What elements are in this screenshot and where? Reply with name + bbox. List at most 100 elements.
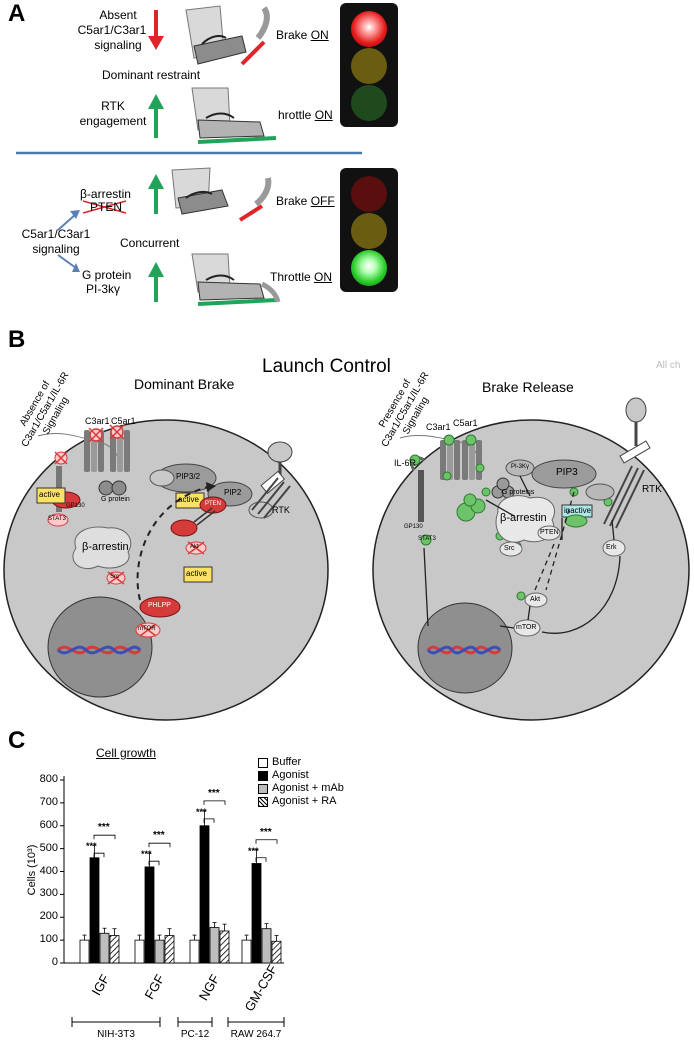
foot-on-throttle-icon [191, 87, 277, 144]
c5ar1-receptor-icon-right [462, 434, 482, 480]
left-gp130-label: GP130 [66, 503, 85, 509]
bar-fgf-1 [144, 866, 155, 964]
bar-igf-3 [109, 935, 120, 964]
brake-on-label: Brake ON [276, 28, 329, 42]
g-protein-icon [98, 480, 127, 496]
left-active-3: active [186, 569, 207, 578]
right-pi3k-label: PI-3Kγ [511, 464, 530, 470]
sig-stars: *** [196, 806, 207, 817]
bar-igf-1 [89, 857, 100, 964]
throttle-on-state: ON [314, 108, 333, 122]
c3ar1-receptor-icon-right [440, 434, 460, 480]
foot-off-brake-icon [171, 167, 272, 222]
group-label: NIH-3T3 [97, 1029, 135, 1040]
right-il6r-label: IL-6R [394, 458, 417, 468]
rtk-engagement-label: RTK engagement [78, 99, 148, 129]
brake-release-title: Brake Release [482, 379, 574, 395]
y-tick-label: 800 [39, 773, 58, 785]
right-mtor-label: mTOR [516, 624, 537, 631]
panel-a-letter: A [8, 0, 26, 27]
left-pip3-label: PIP3/2 [176, 472, 201, 481]
right-pip3-label: PIP3 [556, 467, 578, 478]
sig-bracket [203, 818, 215, 823]
bar-ngf-0 [189, 939, 200, 964]
ligand-x-icon [88, 424, 125, 443]
brake-off-text: Brake [276, 194, 311, 208]
right-src-label: Src [504, 545, 515, 552]
throttle-on-state-2: ON [314, 270, 333, 284]
y-tick-label: 200 [39, 910, 58, 923]
throttle-on-text-2: Throttle [270, 270, 315, 284]
rtk-receptor-icon-right [603, 397, 651, 529]
throttle-on-label-2: Throttle ON [270, 270, 332, 284]
legend-swatch [258, 757, 268, 768]
blue-arrow-down-icon [57, 254, 80, 272]
green-up-arrow-icon [148, 94, 164, 138]
y-tick-label: 700 [39, 795, 58, 808]
right-rtk-label: RTK [642, 484, 662, 495]
right-c3ar1-label: C3ar1 [426, 422, 451, 432]
legend-label: Agonist + RA [272, 795, 337, 807]
bar-igf-2 [99, 932, 110, 964]
legend-item: Agonist + mAb [258, 782, 344, 795]
red-lamp-off [351, 176, 387, 212]
right-cell-diagram [372, 397, 690, 721]
yellow-lamp-off [351, 48, 387, 84]
foot-on-brake-icon [185, 5, 270, 66]
green-up-arrow-icon-2 [148, 174, 164, 214]
left-active-2: active [178, 495, 199, 504]
barrestin-label: β-arrestin [80, 187, 131, 201]
red-lamp-on [351, 11, 387, 47]
sig-stars: *** [141, 849, 152, 860]
brake-on-text: Brake [276, 28, 311, 42]
brake-off-label: Brake OFF [276, 194, 335, 208]
left-stat3-label: STAT3 [48, 516, 66, 522]
sig-bracket [93, 834, 116, 840]
right-gp130-label: GP130 [404, 524, 423, 530]
bar-gm-csf-2 [261, 928, 272, 964]
legend-swatch [258, 783, 268, 794]
right-akt-label: Akt [530, 596, 541, 603]
bar-igf-0 [79, 939, 90, 964]
sig-bracket [148, 860, 160, 866]
brake-on-state: ON [310, 28, 329, 42]
sig-bracket [255, 857, 267, 862]
right-inactive-label: inactive [564, 506, 592, 515]
left-c3ar1-label: C3ar1 [85, 416, 110, 426]
legend-item: Agonist [258, 769, 344, 782]
throttle-on-text: hrottle [278, 108, 315, 122]
absent-label-line-1: Absent [99, 8, 137, 22]
blue-arrow-up-icon [57, 210, 80, 231]
legend-swatch [258, 796, 268, 807]
left-phlpp-label: PHLPP [148, 602, 171, 609]
y-tick-label: 100 [39, 933, 58, 946]
right-pten-label: PTEN [540, 529, 559, 536]
pi3k-label: PI-3kγ [86, 282, 121, 296]
signaling-label-line-1: C5ar1/C3ar1 [21, 227, 91, 241]
corner-text: All ch [656, 360, 681, 371]
left-c5ar1-label: C5ar1 [111, 416, 136, 426]
traffic-light-throttle-on [340, 168, 398, 292]
green-up-arrow-icon-3 [148, 262, 164, 302]
left-active-1: active [39, 490, 60, 499]
signaling-label-line-2: signaling [32, 242, 80, 256]
panel-b-letter: B [8, 326, 26, 353]
concurrent-label: Concurrent [120, 236, 180, 250]
bar-fgf-0 [134, 939, 145, 964]
left-pip2-label: PIP2 [224, 488, 242, 497]
sig-bracket [255, 839, 278, 844]
right-stat3-label: STAT3 [418, 536, 436, 542]
bar-ngf-3 [219, 930, 230, 964]
launch-control-title: Launch Control [262, 356, 391, 377]
chart-title: Cell growth [96, 746, 157, 760]
left-rtk-label: RTK [272, 505, 290, 515]
right-erk-label: Erk [606, 544, 617, 551]
legend-swatch [258, 770, 268, 781]
legend-label: Agonist + mAb [272, 782, 344, 794]
c5ar1-receptor-icon [110, 430, 130, 472]
absent-label-line-3: signaling [94, 38, 142, 52]
group-label: RAW 264.7 [230, 1029, 282, 1040]
sig-bracket [93, 852, 105, 858]
y-tick-label: 500 [39, 841, 58, 854]
traffic-light-brake-on [340, 3, 398, 127]
